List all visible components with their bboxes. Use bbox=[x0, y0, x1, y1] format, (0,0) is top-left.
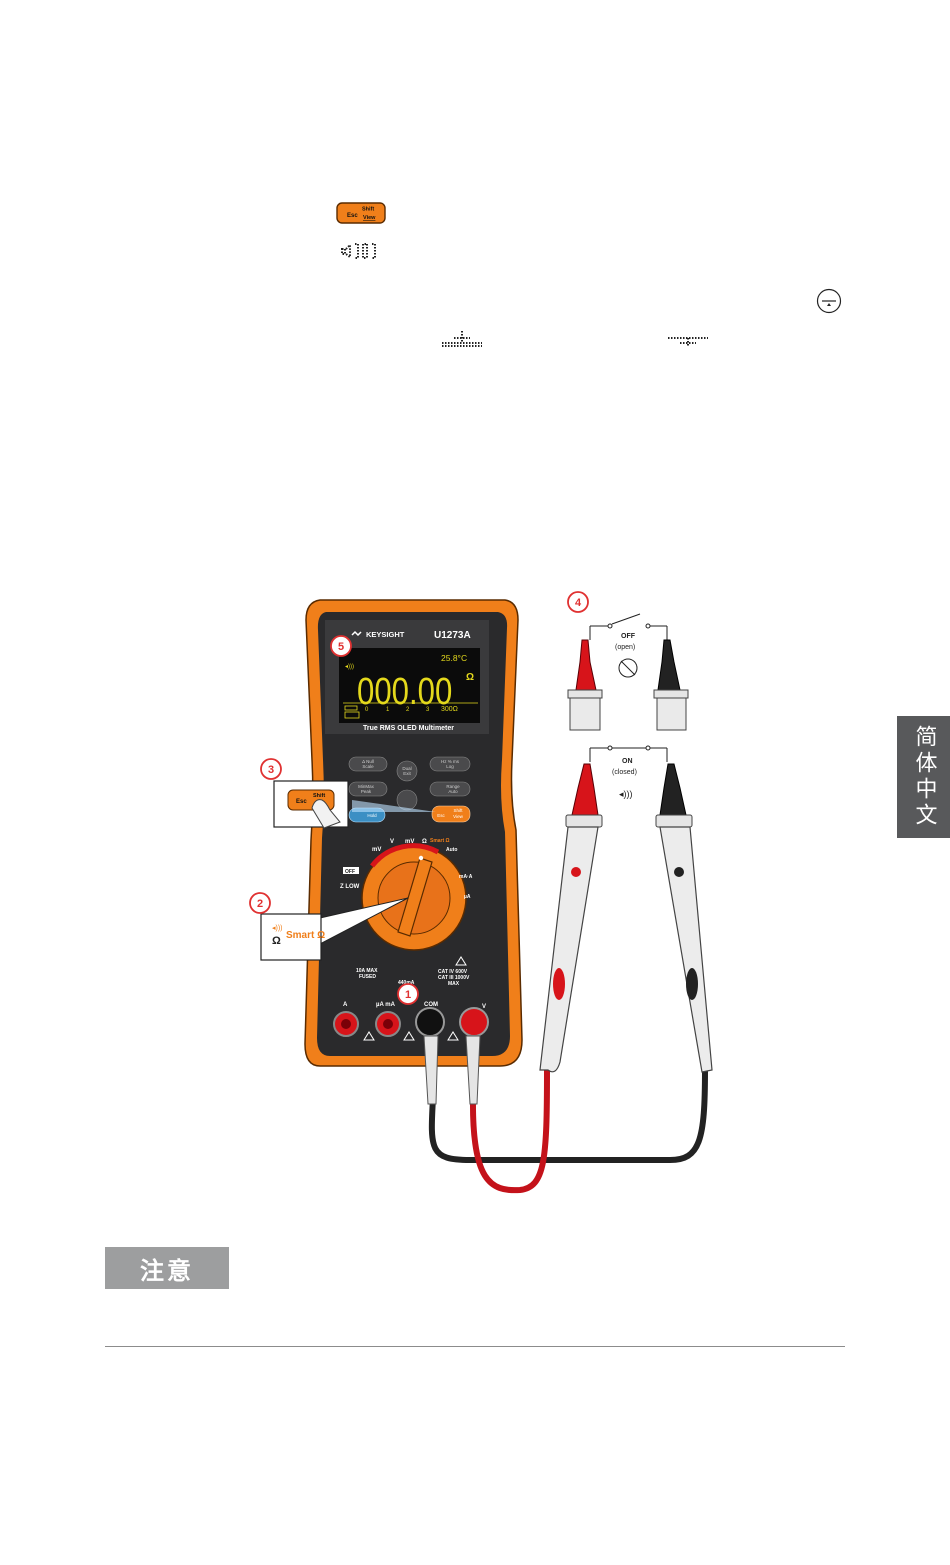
auto-button-label: Auto bbox=[448, 789, 458, 794]
dial-position-label: Smart Ω bbox=[430, 838, 450, 844]
multimeter-continuity-figure: KEYSIGHT U1273A 25.8°C ◂))) 000.00 Ω 0 1… bbox=[249, 591, 713, 1194]
dual-button-label: Dual bbox=[402, 766, 411, 771]
rating-label: 10A MAX bbox=[356, 968, 378, 974]
caution-label-text: 注意 bbox=[140, 1256, 194, 1285]
ohm-symbol: Ω bbox=[272, 935, 281, 947]
esc-key-label: Esc bbox=[296, 799, 307, 805]
scale-tick-label: 0 bbox=[365, 707, 369, 713]
continuity-sound-icon bbox=[341, 242, 376, 259]
dial-position-label: µA bbox=[464, 894, 471, 900]
switch-open-label: (open) bbox=[615, 644, 635, 651]
null-button-label: Δ Null bbox=[362, 759, 374, 764]
ohm-unit-label: Ω bbox=[466, 672, 474, 683]
view-button-label: View bbox=[453, 814, 463, 819]
dial-position-label: Auto bbox=[446, 847, 457, 853]
ground-symbol-icon bbox=[816, 288, 842, 314]
rating-label: MAX bbox=[448, 981, 460, 987]
language-side-tab: 简体中文 bbox=[897, 716, 950, 838]
dial-position-label: mV bbox=[372, 847, 381, 853]
smart-ohm-label: Smart Ω bbox=[286, 930, 325, 941]
minmax-button-label: MinMax bbox=[358, 784, 375, 789]
rating-label: 440mA bbox=[398, 980, 415, 986]
dial-off-label: OFF bbox=[345, 869, 355, 875]
dial-position-label: mV bbox=[405, 839, 414, 845]
callout-number: 3 bbox=[268, 764, 274, 776]
footer-divider bbox=[105, 1346, 845, 1347]
callout-number: 1 bbox=[405, 989, 411, 1001]
terminal-com-jack[interactable] bbox=[415, 1007, 445, 1037]
brand-label: KEYSIGHT bbox=[366, 630, 405, 639]
callout-markers: 1 2 3 4 5 bbox=[249, 591, 589, 1005]
bargraph-marker-icon bbox=[668, 337, 708, 347]
bargraph-marker-icon bbox=[442, 331, 482, 347]
log-button-label: Log bbox=[446, 764, 454, 769]
null-scale-button[interactable] bbox=[348, 756, 388, 772]
view-key-label: View bbox=[363, 215, 376, 221]
shift-key-label: Shift bbox=[362, 207, 374, 213]
callout-smart-ohm-box: ◂))) Ω Smart Ω bbox=[260, 897, 409, 961]
shift-button-label: Shift bbox=[453, 808, 463, 813]
exit-button-label: Exit bbox=[403, 771, 411, 776]
switch-open-diagram: OFF (open) bbox=[589, 613, 668, 678]
caution-label: 注意 bbox=[105, 1247, 229, 1289]
probe-black bbox=[655, 763, 713, 1073]
callout-number: 2 bbox=[257, 898, 263, 910]
terminal-v-label: V bbox=[482, 1004, 486, 1010]
svg-text:◂))): ◂))) bbox=[345, 664, 354, 670]
callout-number: 5 bbox=[338, 641, 344, 653]
probe-red bbox=[539, 763, 603, 1073]
model-label: U1273A bbox=[434, 630, 471, 641]
terminal-v-jack[interactable] bbox=[459, 1007, 489, 1037]
rotary-dial[interactable] bbox=[361, 843, 467, 951]
switch-closed-label: (closed) bbox=[612, 769, 637, 776]
esc-shift-view-key-icon: Esc Shift View bbox=[336, 202, 386, 224]
dial-position-label: V bbox=[390, 839, 394, 845]
switch-off-label: OFF bbox=[621, 633, 636, 640]
callout-key-press-box: Esc Shift bbox=[273, 780, 436, 829]
temperature-readout: 25.8°C bbox=[441, 653, 467, 663]
scale-tick-label: 1 bbox=[386, 707, 390, 713]
terminal-com-label: COM bbox=[424, 1002, 438, 1008]
esc-button-label: Esc bbox=[437, 813, 445, 818]
svg-text:◂))): ◂))) bbox=[619, 789, 633, 799]
esc-key-label: Esc bbox=[347, 213, 358, 219]
rating-label: CAT IV 600V bbox=[438, 969, 468, 975]
scale-tick-label: 3 bbox=[426, 707, 430, 713]
svg-text:◂))): ◂))) bbox=[272, 925, 283, 932]
dial-position-label: mA·A bbox=[459, 874, 473, 880]
hold-button-label: Hold bbox=[367, 813, 377, 818]
dial-position-label: Ω bbox=[422, 839, 427, 845]
peak-button-label: Peak bbox=[361, 789, 372, 794]
hz-button-label: Hz % ms bbox=[441, 759, 460, 764]
esc-shift-view-button[interactable] bbox=[431, 805, 471, 823]
shift-key-label: Shift bbox=[313, 793, 325, 799]
range-button-label: Range bbox=[446, 784, 460, 789]
main-reading: 000.00 bbox=[357, 671, 452, 713]
terminal-ua-ma-label: µA mA bbox=[376, 1002, 396, 1008]
terminal-a-label: A bbox=[343, 1002, 348, 1008]
meter-subtitle: True RMS OLED Multimeter bbox=[363, 725, 454, 732]
rating-label: FUSED bbox=[359, 974, 376, 980]
scale-range-label: 300Ω bbox=[441, 706, 458, 713]
range-auto-button[interactable] bbox=[429, 781, 471, 797]
scale-button-label: Scale bbox=[362, 764, 374, 769]
hz-log-button[interactable] bbox=[429, 756, 471, 772]
switch-on-label: ON bbox=[622, 758, 633, 765]
minmax-peak-button[interactable] bbox=[348, 781, 388, 797]
callout-number: 4 bbox=[575, 597, 582, 609]
dual-exit-button[interactable] bbox=[396, 760, 418, 782]
rating-label: CAT III 1000V bbox=[438, 975, 470, 981]
probe-pair-open bbox=[567, 639, 689, 731]
language-side-tab-label: 简体中文 bbox=[911, 725, 937, 829]
scale-tick-label: 2 bbox=[406, 707, 410, 713]
dial-position-label: Z LOW bbox=[340, 884, 360, 890]
switch-closed-diagram: ON (closed) ◂))) bbox=[589, 745, 668, 799]
